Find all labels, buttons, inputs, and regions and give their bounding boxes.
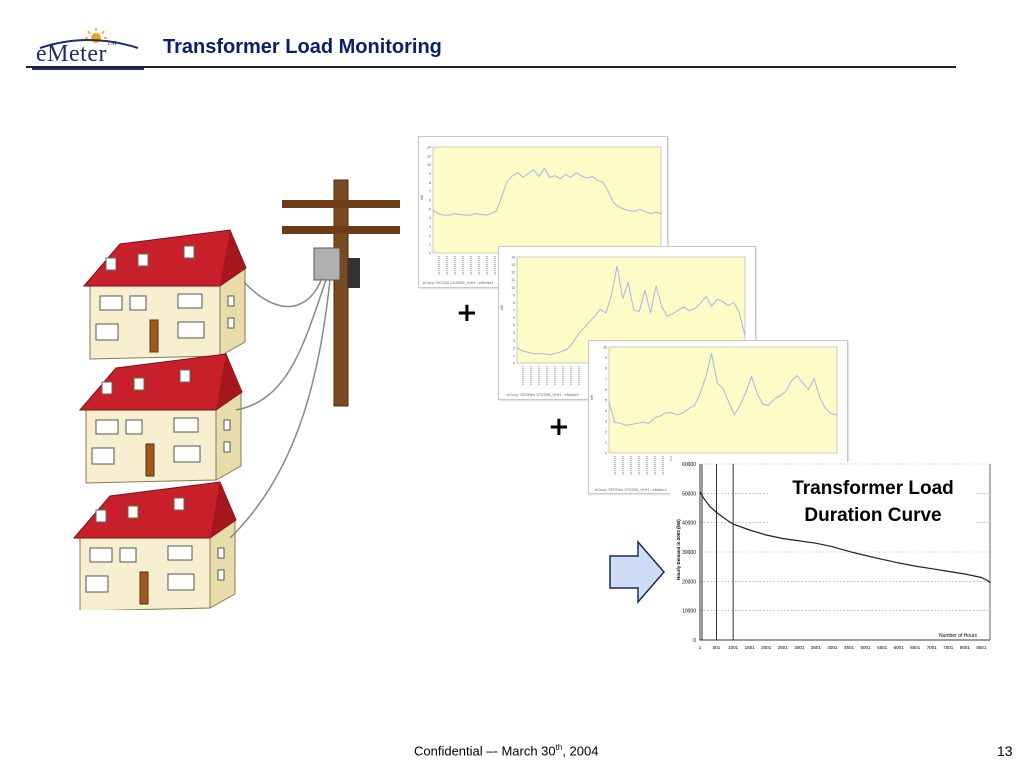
right-arrow-icon	[609, 540, 665, 604]
x-tick-label: 6501	[910, 645, 921, 650]
y-tick-label: 7	[429, 190, 431, 194]
y-tick-label: 6	[513, 316, 515, 320]
y-tick-label: 1	[513, 354, 515, 358]
y-tick-label: 3	[429, 225, 431, 229]
y-tick-label: 13	[511, 263, 515, 267]
page-number: 13	[997, 743, 1013, 759]
plot-area	[432, 146, 662, 254]
y-tick-label: 0	[605, 452, 607, 456]
transformer-box	[313, 247, 360, 288]
chart-caption: eCorp: RCV04 CK0006_VHH - eMeter1	[423, 280, 494, 285]
plus-sign-1: +	[456, 298, 478, 328]
y-tick-label: 2	[513, 346, 515, 350]
house-1	[83, 229, 247, 360]
y-tick-label: 1	[429, 243, 431, 247]
y-tick-label: 10	[511, 286, 515, 290]
y-tick-label: 1	[605, 441, 607, 445]
x-tick-label: 3001	[794, 645, 805, 650]
x-tick-label: 1	[699, 645, 702, 650]
x-tick-label: 7501	[943, 645, 954, 650]
y-tick-label: 30000	[682, 550, 696, 556]
duration-curve-line	[699, 491, 991, 584]
x-tick-label: 4501	[844, 645, 855, 650]
y-tick-label: 40000	[682, 521, 696, 527]
x-tick-label: 1001	[728, 645, 739, 650]
service-wires	[229, 277, 331, 539]
y-tick-label: 20000	[682, 579, 696, 585]
y-tick-label: 0	[513, 362, 515, 366]
y-tick-label: 2	[429, 234, 431, 238]
load-series-line	[608, 353, 838, 426]
y-axis-label: kW	[500, 304, 504, 310]
x-tick-label: 6001	[894, 645, 905, 650]
y-axis-label: kW	[590, 394, 594, 400]
y-tick-label: 5	[429, 207, 431, 211]
load-series-line	[432, 167, 662, 216]
slide-title: Transformer Load Monitoring	[163, 36, 442, 58]
y-tick-label: 5	[605, 399, 607, 403]
y-tick-label: 8	[513, 301, 515, 305]
y-tick-label: 14	[427, 146, 431, 150]
house-2	[79, 353, 243, 484]
y-tick-label: 5	[513, 324, 515, 328]
x-tick-label: 3501	[811, 645, 822, 650]
y-tick-label: 4	[605, 409, 607, 413]
y-tick-label: 50000	[682, 491, 696, 497]
x-tick-label: 4001	[827, 645, 838, 650]
logo-wordmark: eMeterTM	[36, 41, 117, 67]
y-tick-label: 9	[429, 172, 431, 176]
x-tick-label: 5001	[861, 645, 872, 650]
y-tick-label: 4	[513, 331, 515, 335]
duration-chart-title: Transformer Load Duration Curve	[770, 475, 976, 529]
y-tick-label: 8	[605, 367, 607, 371]
y-tick-label: 4	[429, 216, 431, 220]
y-tick-label: 0	[429, 252, 431, 256]
x-tick-label: 7001	[927, 645, 938, 650]
x-tick-label: 8001	[960, 645, 971, 650]
x-tick-label: 8501	[976, 645, 987, 650]
y-axis-label: kW	[420, 194, 424, 200]
x-tick-label: 501	[713, 645, 721, 650]
y-tick-label: 0	[693, 638, 696, 644]
house-3	[73, 481, 237, 610]
chart-caption: eCorp: SFDRes V72295_VHH - eMeter1	[595, 487, 668, 492]
y-tick-label: 7	[605, 377, 607, 381]
y-tick-label: 12	[427, 154, 431, 158]
y-tick-label: 8	[429, 181, 431, 185]
x-tick-label: 2001	[761, 645, 772, 650]
y-tick-label: 6	[429, 199, 431, 203]
plot-area	[608, 346, 838, 454]
x-tick-label: 5501	[877, 645, 888, 650]
y-tick-label: 14	[511, 256, 515, 260]
x-axis-label: Number of Hours	[939, 633, 978, 639]
footer-confidential: Confidential –- March 30th, 2004	[414, 743, 599, 759]
y-tick-label: 12	[511, 271, 515, 275]
load-series-line	[516, 266, 746, 356]
houses-pole-illustration	[73, 179, 400, 610]
y-tick-label: 3	[513, 339, 515, 343]
x-tick-label: 2501	[778, 645, 789, 650]
utility-pole	[282, 179, 400, 407]
y-tick-label: 3	[605, 420, 607, 424]
trademark-sup: TM	[106, 41, 117, 47]
y-tick-label: 10	[603, 346, 607, 350]
emeter-logo	[32, 28, 144, 70]
title-rule	[26, 66, 956, 68]
y-axis-label: Hourly Demand in 2003 (kW)	[676, 519, 681, 580]
y-tick-label: 10000	[682, 609, 696, 615]
chart-caption: eCorp: SFDRes V72296_VHH - eMeter1	[507, 392, 580, 397]
x-tick-label: 1501	[745, 645, 756, 650]
y-tick-label: 7	[513, 309, 515, 313]
y-tick-label: 6	[605, 388, 607, 392]
y-tick-label: 9	[605, 356, 607, 360]
y-tick-label: 10	[427, 163, 431, 167]
y-tick-label: 9	[513, 293, 515, 297]
y-tick-label: 2	[605, 430, 607, 434]
y-tick-label: 60000	[682, 462, 696, 468]
y-tick-label: 11	[511, 278, 515, 282]
plus-sign-2: +	[548, 412, 570, 442]
